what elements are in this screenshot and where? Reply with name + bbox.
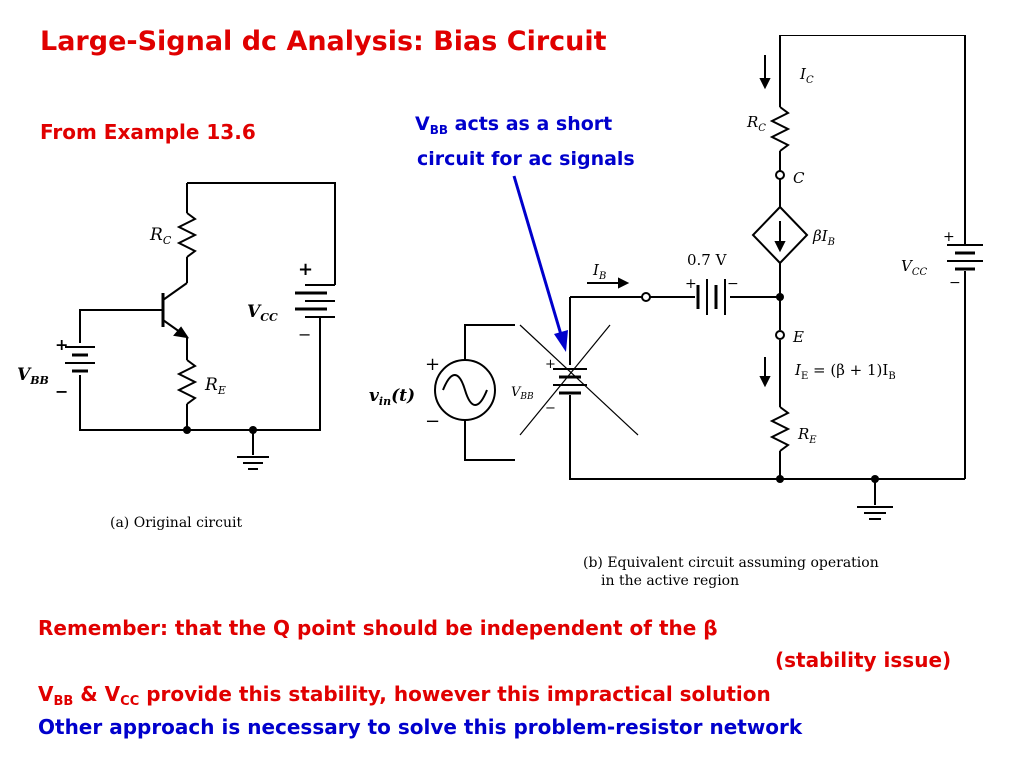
emitter-arrow xyxy=(173,326,190,339)
vbb-label: VBB xyxy=(17,365,49,387)
ib-label: IB xyxy=(592,261,606,282)
emitter-terminal xyxy=(775,330,785,340)
caption-b-line1: (b) Equivalent circuit assuming operatio… xyxy=(583,555,879,571)
b-vbb-plus: + xyxy=(545,357,556,372)
b-re-resistor xyxy=(769,406,791,452)
vin-minus: − xyxy=(425,411,440,432)
example-reference: From Example 13.6 xyxy=(40,120,256,144)
note-v-sub: BB xyxy=(429,123,449,137)
vin-plus: + xyxy=(425,354,440,375)
vbb-plus: + xyxy=(55,335,68,354)
note-rest: acts as a short xyxy=(448,113,613,135)
re-resistor xyxy=(176,359,198,405)
caption-b-line2: in the active region xyxy=(601,573,739,589)
vbb-v: V xyxy=(38,682,54,706)
vcc-minus: − xyxy=(298,325,311,344)
collector-terminal xyxy=(775,170,785,180)
b-rc-label: RC xyxy=(746,113,766,134)
b-top-wire xyxy=(780,35,966,245)
collector-label: C xyxy=(793,169,805,187)
v07-plus: + xyxy=(685,276,697,292)
equivalent-circuit-diagram: IC RC C βIB VCC + − IB 0.7 V + − E IE = … xyxy=(369,35,983,589)
re-label: RE xyxy=(204,375,226,397)
base-terminal xyxy=(641,292,651,302)
slide-title: Large-Signal dc Analysis: Bias Circuit xyxy=(40,26,607,57)
rc-label: RC xyxy=(149,225,172,247)
vin-label: vin(t) xyxy=(369,386,415,408)
original-circuit-diagram: RC RE VCC + − VBB + − (a) Original circu… xyxy=(17,182,336,531)
node-dot-2 xyxy=(249,426,257,434)
remember-line: Remember: that the Q point should be ind… xyxy=(38,616,718,640)
vbb-sub: BB xyxy=(53,694,74,709)
note-v: V xyxy=(415,113,430,135)
v07-minus: − xyxy=(727,276,739,292)
caption-a: (a) Original circuit xyxy=(110,515,242,531)
note-pointer-arrow xyxy=(512,175,568,352)
b-node-dot-3 xyxy=(871,475,879,483)
node-dot-1 xyxy=(183,426,191,434)
ic-label: IC xyxy=(799,65,814,86)
stability-line: VBB & VCC provide this stability, howeve… xyxy=(38,682,771,709)
b-vcc-plus: + xyxy=(943,229,955,245)
b-rc-resistor xyxy=(769,106,791,152)
b-node-dot-2 xyxy=(776,475,784,483)
b-node-dot-1 xyxy=(776,293,784,301)
v07-label: 0.7 V xyxy=(687,251,728,269)
vbb-minus: − xyxy=(55,382,68,401)
b-vcc-minus: − xyxy=(949,275,961,291)
stability-issue: (stability issue) xyxy=(775,648,952,672)
rc-resistor xyxy=(176,212,198,258)
vcc-label: VCC xyxy=(247,302,278,324)
b-vbb-minus: − xyxy=(545,401,556,416)
ie-equation: IE = (β + 1)IB xyxy=(794,361,896,382)
note-line-1: VBB acts as a short xyxy=(415,110,635,145)
b-re-label: RE xyxy=(797,425,817,446)
stability-rest: provide this stability, however this imp… xyxy=(139,682,771,706)
b-vcc-label: VCC xyxy=(901,257,927,278)
emitter-label: E xyxy=(792,328,804,346)
vcc-v: & V xyxy=(73,682,121,706)
other-approach-line: Other approach is necessary to solve thi… xyxy=(38,715,803,739)
vcc-plus: + xyxy=(298,259,313,280)
b-vbb-label: VBB xyxy=(511,385,534,402)
beta-ib-label: βIB xyxy=(812,227,835,248)
top-wire xyxy=(187,182,336,285)
vcc-sub: CC xyxy=(120,694,140,709)
note-line-2: circuit for ac signals xyxy=(417,148,635,170)
vbb-short-note: VBB acts as a short circuit for ac signa… xyxy=(415,110,635,174)
